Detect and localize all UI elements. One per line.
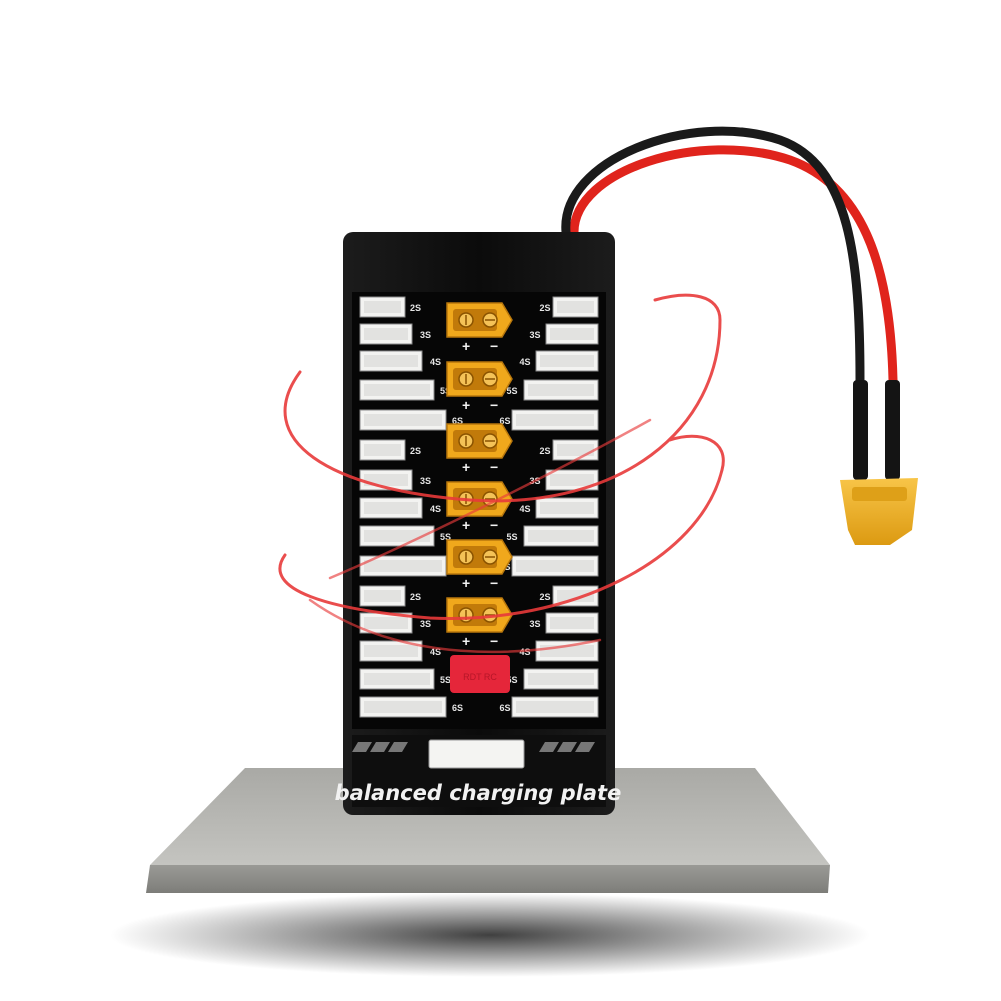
swirl-effect [278, 293, 725, 654]
left-port-label: 6S [452, 416, 463, 426]
right-port-label: 3S [529, 619, 540, 629]
left-port-label: 3S [420, 330, 431, 340]
xt60-sockets: +−+−+−+−+−+− [446, 302, 513, 649]
balance-port [511, 409, 599, 431]
xt60-plug [840, 478, 918, 545]
right-port-label: 4S [519, 647, 530, 657]
left-port-label: 3S [420, 619, 431, 629]
power-cable [561, 126, 900, 480]
slab-shadow [110, 893, 870, 977]
balance-port [359, 668, 435, 690]
left-port-label: 3S [420, 476, 431, 486]
balance-port [535, 497, 599, 519]
left-port-label: 2S [410, 592, 421, 602]
right-port-label: 4S [519, 357, 530, 367]
balance-port [523, 379, 599, 401]
plus-label: + [462, 459, 470, 475]
left-port-label: 6S [452, 703, 463, 713]
balance-port [359, 525, 435, 547]
balance-port [359, 696, 447, 718]
left-port-label: 2S [410, 303, 421, 313]
balance-port [359, 323, 413, 345]
minus-label: − [490, 397, 498, 413]
balance-port [359, 612, 413, 634]
balance-port [359, 640, 423, 662]
right-port-label: 5S [506, 532, 517, 542]
right-port-label: 2S [539, 303, 550, 313]
board-title: balanced charging plate [335, 781, 622, 805]
balance-port [359, 439, 406, 461]
balance-port [511, 555, 599, 577]
left-port-label: 4S [430, 647, 441, 657]
left-port-label: 4S [430, 504, 441, 514]
right-port-label: 3S [529, 330, 540, 340]
main-balance-port [428, 739, 525, 769]
plus-label: + [462, 633, 470, 649]
red-badge-text: RDT RC [463, 672, 497, 682]
concrete-slab [146, 768, 830, 893]
xt60-socket: +− [446, 539, 513, 591]
xt60-socket: +− [446, 302, 513, 354]
balance-port [545, 469, 599, 491]
left-port-label: 5S [440, 386, 451, 396]
plus-label: + [462, 575, 470, 591]
board-stripes [352, 742, 595, 752]
minus-label: − [490, 575, 498, 591]
right-balance-ports [511, 296, 599, 718]
balance-port [545, 323, 599, 345]
minus-label: − [490, 633, 498, 649]
right-port-label: 5S [506, 386, 517, 396]
xt60-socket: +− [446, 423, 513, 475]
balance-port [359, 296, 406, 318]
balance-port [552, 296, 599, 318]
xt60-socket: +− [446, 597, 513, 649]
left-port-label: 5S [440, 675, 451, 685]
left-port-label: 2S [410, 446, 421, 456]
balance-port [552, 439, 599, 461]
balance-port [535, 350, 599, 372]
minus-label: − [490, 459, 498, 475]
balance-port [511, 696, 599, 718]
left-port-label: 5S [440, 532, 451, 542]
right-port-label: 2S [539, 446, 550, 456]
right-port-label: 2S [539, 592, 550, 602]
right-port-label: 5S [506, 675, 517, 685]
balance-port [359, 379, 435, 401]
red-badge: RDT RC [450, 655, 510, 693]
minus-label: − [490, 338, 498, 354]
left-balance-ports [359, 296, 447, 718]
right-port-label: 4S [519, 504, 530, 514]
balance-port [545, 612, 599, 634]
balance-port [359, 409, 447, 431]
balance-port [359, 350, 423, 372]
right-port-label: 6S [499, 703, 510, 713]
balance-port [359, 497, 423, 519]
balance-port [535, 640, 599, 662]
minus-label: − [490, 517, 498, 533]
right-port-label: 6S [499, 416, 510, 426]
balance-port [523, 668, 599, 690]
balance-port [523, 525, 599, 547]
plus-label: + [462, 517, 470, 533]
plus-label: + [462, 338, 470, 354]
balance-port [359, 585, 406, 607]
left-port-label: 4S [430, 357, 441, 367]
plus-label: + [462, 397, 470, 413]
xt60-socket: +− [446, 361, 513, 413]
